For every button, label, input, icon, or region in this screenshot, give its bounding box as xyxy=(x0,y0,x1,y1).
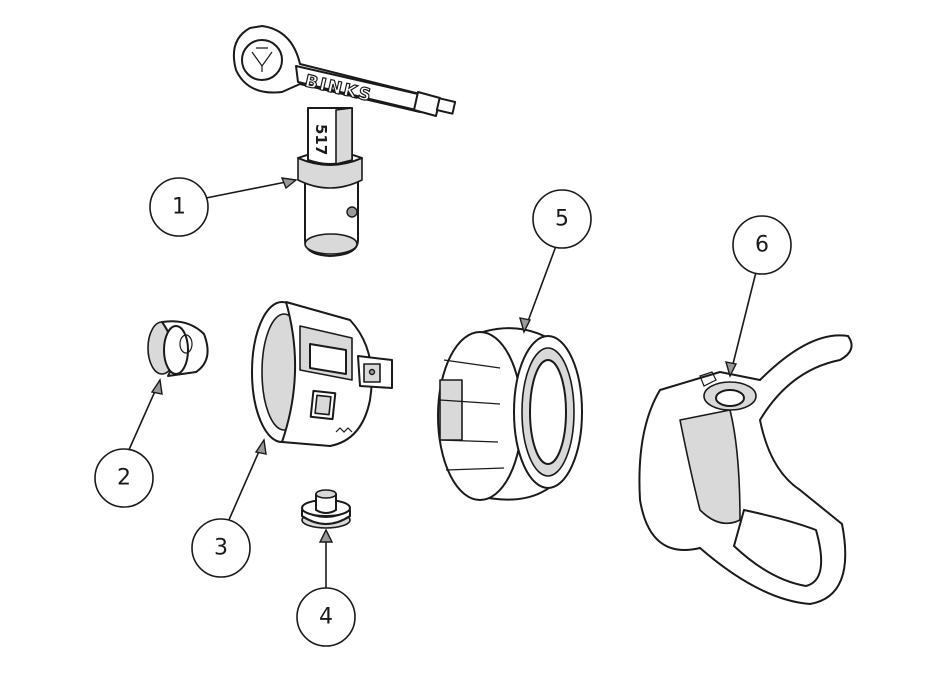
gasket-icon xyxy=(301,489,351,529)
part-4-gasket[interactable] xyxy=(301,489,351,529)
spray-tip-icon: 517 BINKS xyxy=(232,25,457,257)
part-3-tip-housing[interactable] xyxy=(251,301,393,447)
callout-5-label: 5 xyxy=(555,207,569,232)
callout-6-label: 6 xyxy=(755,233,769,258)
callout-1-label: 1 xyxy=(172,195,186,220)
tip-size-code: 517 xyxy=(312,124,330,155)
callout-3-label: 3 xyxy=(214,536,228,561)
part-5-retaining-nut[interactable] xyxy=(437,327,583,501)
callout-4: 4 xyxy=(296,530,356,647)
callout-5: 5 xyxy=(523,189,592,333)
callout-2-label: 2 xyxy=(117,466,131,491)
callout-4-label: 4 xyxy=(319,605,333,630)
tip-guard-icon xyxy=(638,334,853,605)
part-1-spray-tip[interactable]: 517 BINKS xyxy=(232,25,457,257)
seal-icon xyxy=(147,320,209,377)
callout-1: 1 xyxy=(149,177,297,237)
callout-6: 6 xyxy=(729,215,792,377)
callout-3: 3 xyxy=(191,439,265,578)
brand-emblem-icon xyxy=(241,39,283,81)
callout-2: 2 xyxy=(94,379,161,508)
part-6-tip-guard[interactable] xyxy=(638,334,853,605)
tip-housing-icon xyxy=(251,301,393,447)
leader-arrowheads xyxy=(150,177,738,543)
retaining-nut-icon xyxy=(437,327,583,501)
part-2-seal[interactable] xyxy=(147,320,209,377)
